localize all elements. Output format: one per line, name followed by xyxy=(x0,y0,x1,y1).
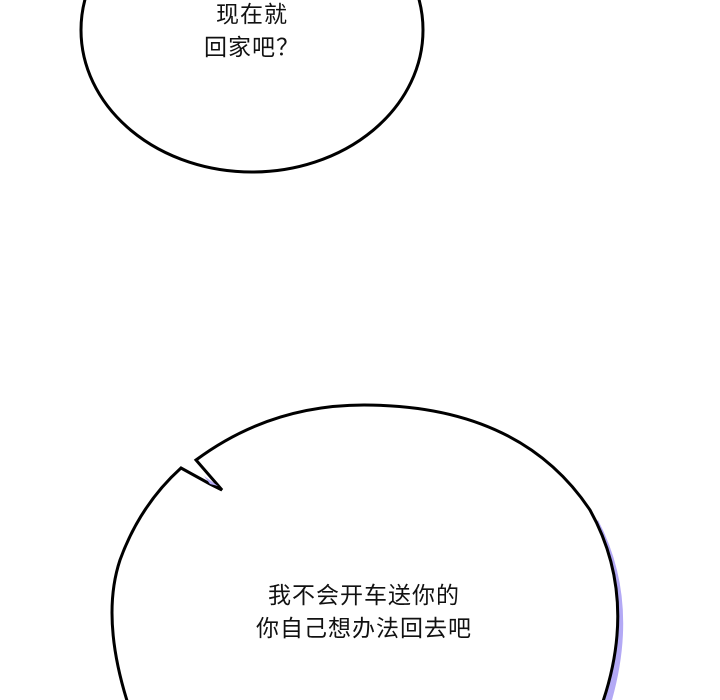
notch-accent xyxy=(204,476,218,486)
bottom-bubble-line-2: 你自己想办法回去吧 xyxy=(256,616,472,642)
bottom-bubble-line-1: 我不会开车送你的 xyxy=(268,583,460,609)
top-speech-bubble xyxy=(79,0,425,174)
top-bubble-text: 现在就 回家吧？ xyxy=(152,0,352,65)
bottom-speech-bubble xyxy=(110,403,620,700)
bottom-bubble-text: 我不会开车送你的 你自己想办法回去吧 xyxy=(214,580,514,646)
top-bubble-line-2: 回家吧？ xyxy=(204,35,300,61)
top-bubble-line-1: 现在就 xyxy=(216,2,288,28)
